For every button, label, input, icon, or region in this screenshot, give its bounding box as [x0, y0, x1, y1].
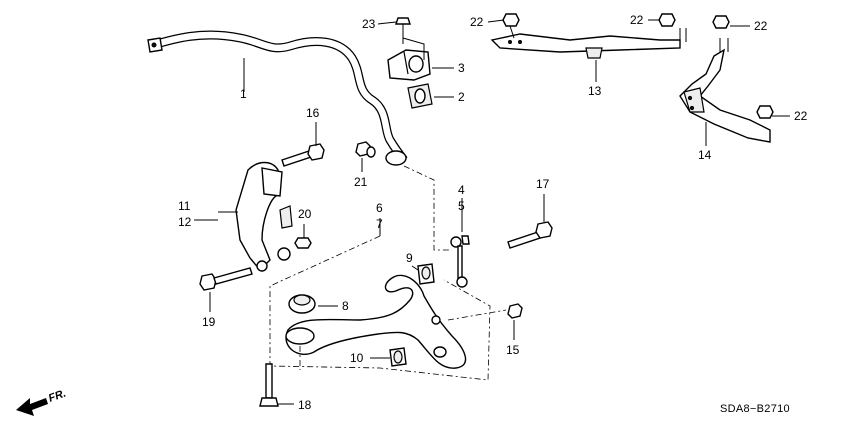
callout-5: 5	[458, 199, 465, 213]
callout-11: 11	[178, 199, 191, 213]
callout-3: 3	[458, 61, 465, 75]
callout-13: 13	[588, 84, 602, 98]
bolt-23	[395, 17, 411, 44]
stabilizer-link	[450, 235, 470, 288]
callout-2: 2	[458, 90, 465, 104]
callout-12: 12	[178, 215, 192, 229]
callout-1: 1	[240, 87, 247, 101]
nut-22-center	[658, 13, 687, 42]
nut-22-right-bottom	[756, 105, 774, 119]
callout-22-left: 22	[470, 15, 484, 29]
callout-9: 9	[406, 251, 413, 265]
stabilizer-bushing	[407, 83, 433, 109]
callout-14: 14	[698, 148, 712, 162]
bolt-18	[259, 363, 279, 407]
callout-20: 20	[298, 207, 312, 221]
callout-18: 18	[298, 398, 312, 412]
bushing-10	[389, 347, 407, 367]
bolt-16	[281, 143, 325, 167]
stiffener-14	[679, 38, 771, 143]
callout-16: 16	[306, 106, 320, 120]
callout-22-right-bottom: 22	[794, 109, 808, 123]
lower-arm	[285, 274, 467, 369]
nut-21	[355, 141, 376, 158]
callout-22-right-top: 22	[754, 19, 768, 33]
callout-4: 4	[458, 183, 465, 197]
bolt-19	[199, 267, 253, 291]
nut-20	[294, 237, 312, 249]
front-direction-label: FR.	[47, 387, 68, 404]
callout-6: 6	[376, 201, 383, 215]
knuckle-arm	[235, 161, 293, 272]
callout-22-center: 22	[630, 13, 644, 27]
nut-22-left	[502, 13, 520, 27]
callout-21: 21	[354, 175, 368, 189]
stabilizer-holder	[387, 49, 431, 81]
callout-19: 19	[202, 315, 216, 329]
callout-7: 7	[376, 217, 383, 231]
bushing-9	[417, 263, 435, 285]
callout-10: 10	[350, 351, 364, 365]
callout-23: 23	[362, 17, 376, 31]
stiffener-13	[490, 33, 681, 59]
callout-8: 8	[342, 299, 349, 313]
callout-15: 15	[506, 343, 520, 357]
callout-17: 17	[536, 177, 550, 191]
stabilizer-bar	[147, 30, 408, 166]
diagram-code: SDA8−B2710	[720, 403, 790, 415]
bolt-17	[507, 221, 553, 249]
bushing-8	[288, 294, 316, 314]
nut-22-right-top	[712, 15, 730, 29]
nut-15	[507, 303, 523, 319]
front-direction-arrow-icon	[16, 398, 48, 416]
